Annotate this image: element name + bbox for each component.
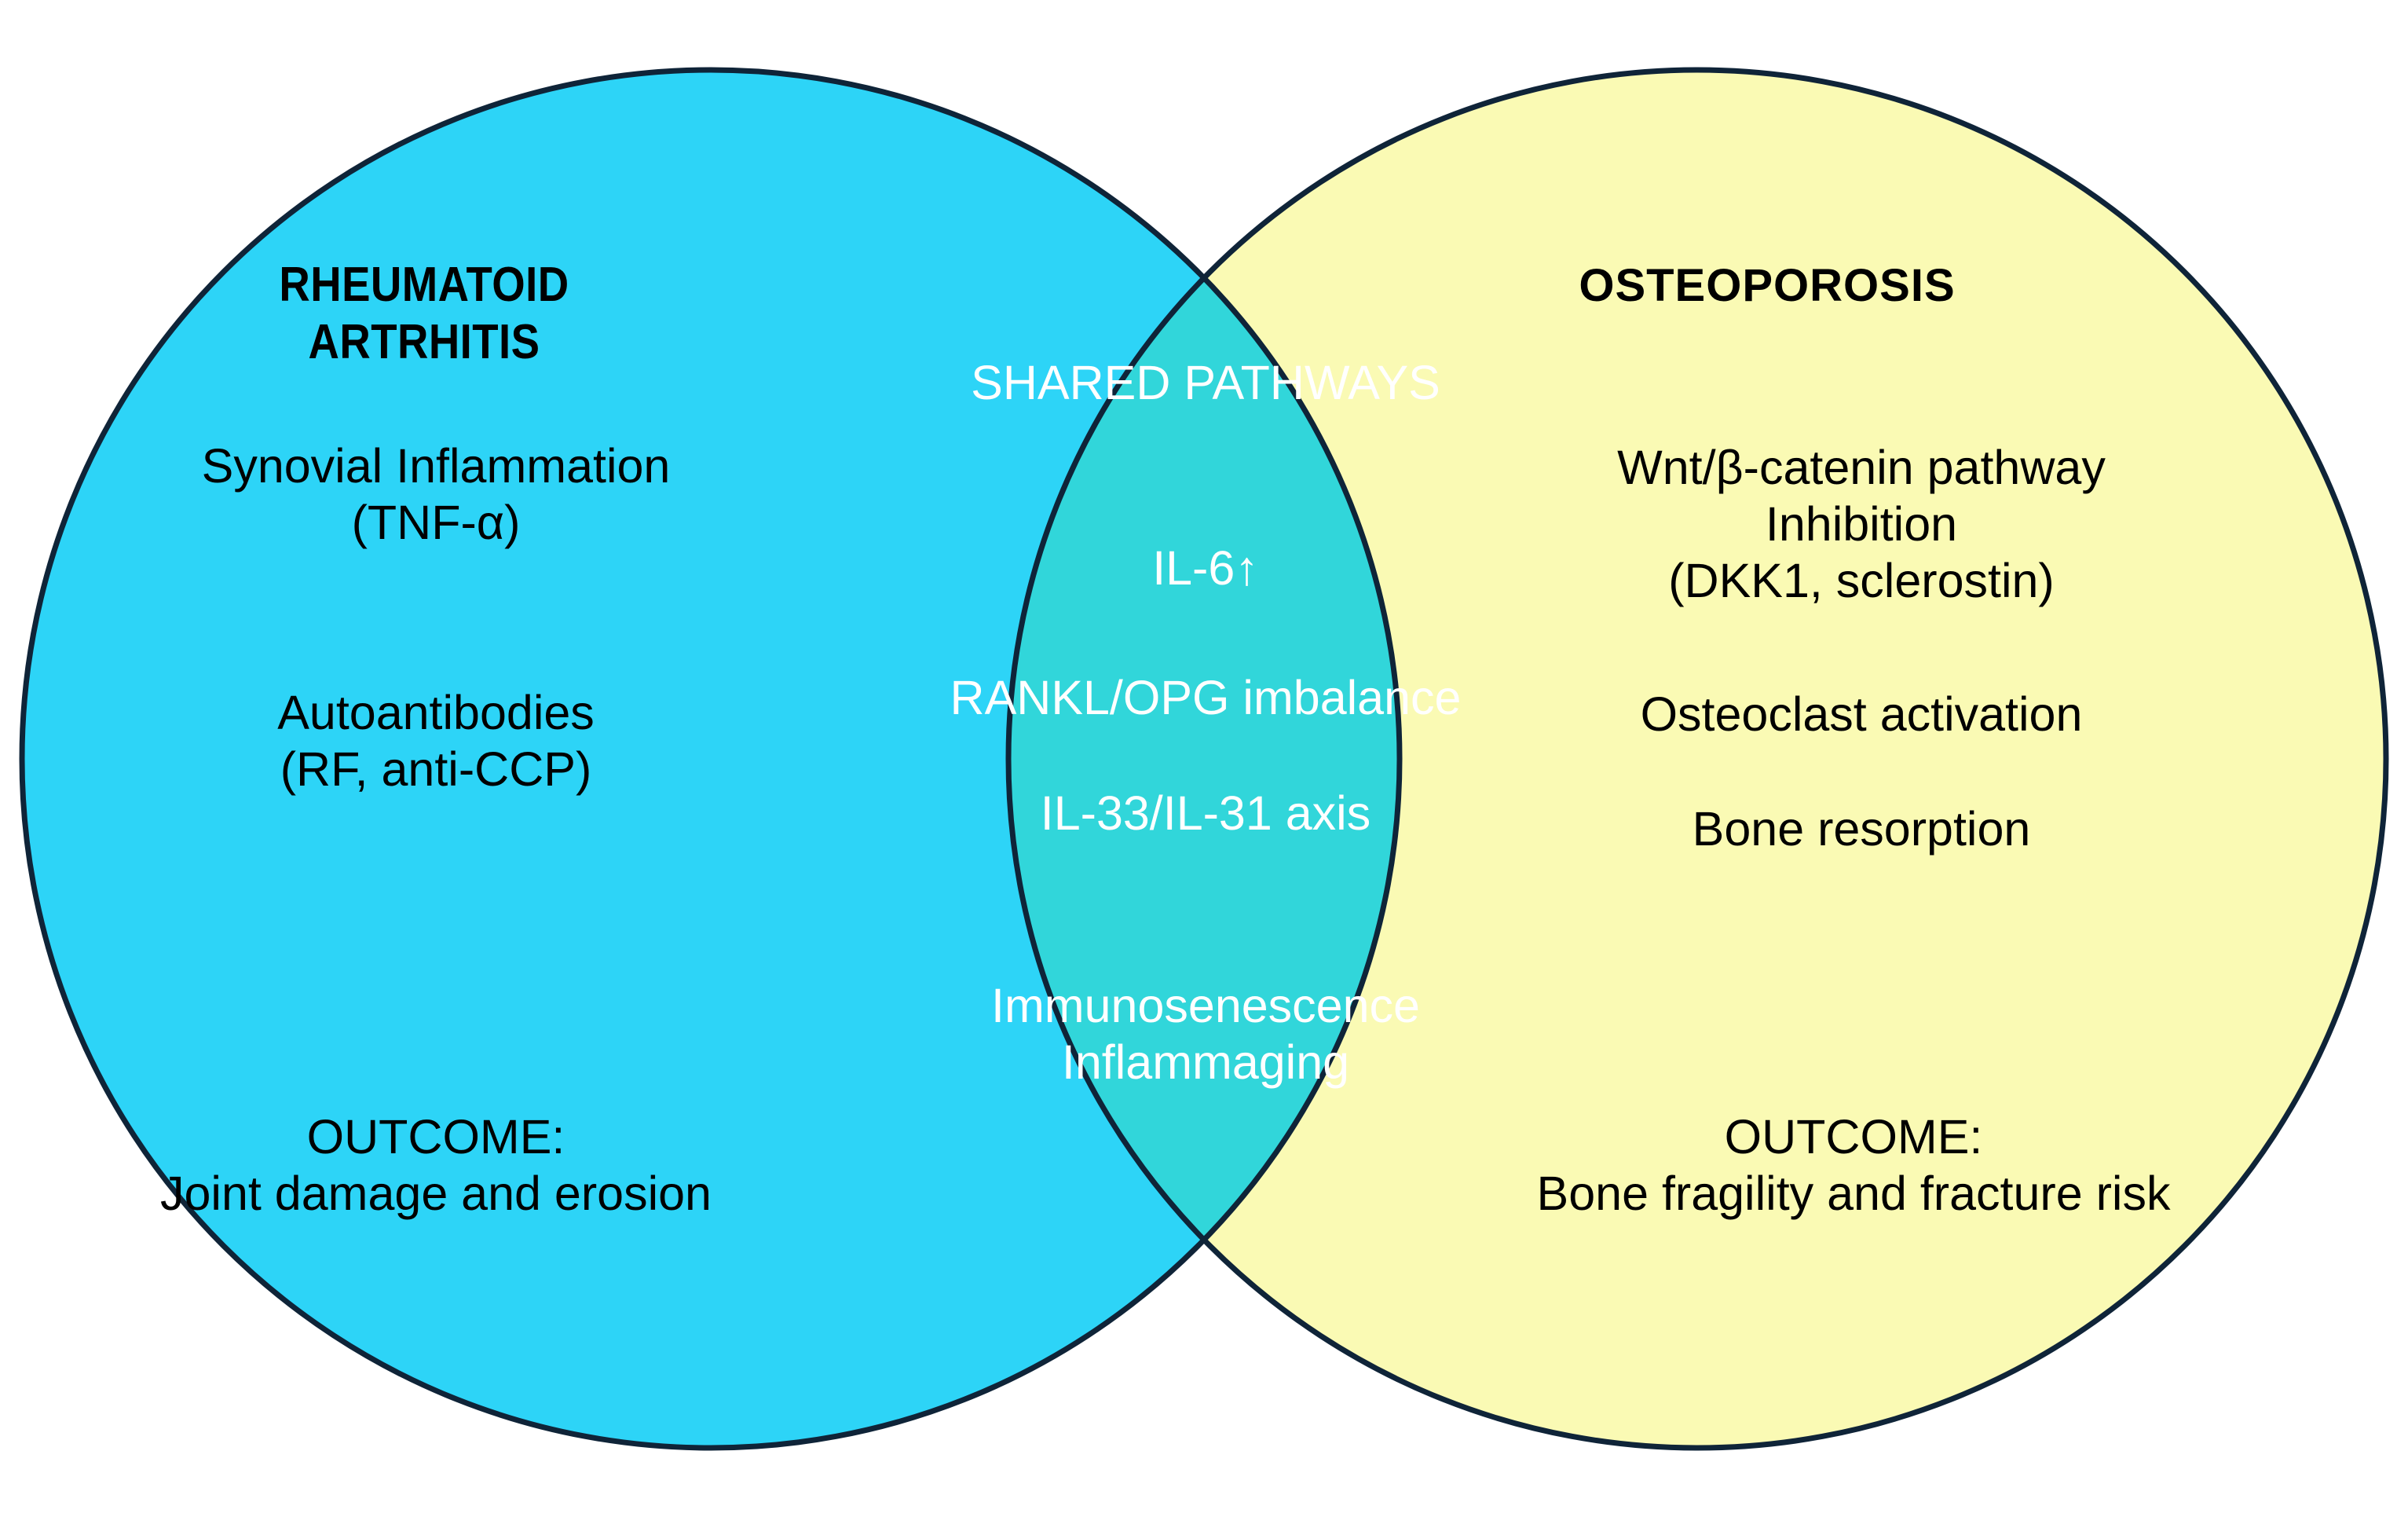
- circle-osteoporosis-outline: [1005, 67, 2389, 1451]
- circle-osteoporosis: [1008, 70, 2386, 1448]
- circle-rheumatoid-arthritis: [22, 70, 1400, 1448]
- circle-rheumatoid-arthritis-outline: [19, 67, 1403, 1451]
